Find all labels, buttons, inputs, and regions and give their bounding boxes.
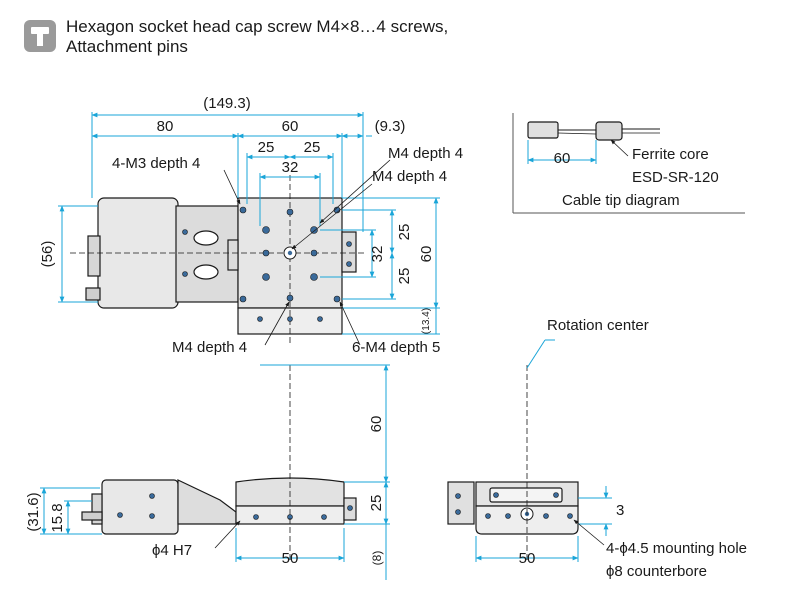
dim-v-hole-spacing-bottom: 25	[396, 268, 413, 285]
sensor-block	[341, 231, 357, 273]
side-shaft	[81, 511, 103, 521]
cable-tip-diagram: 60 Ferrite core ESD-SR-120 Cable tip dia…	[512, 113, 745, 214]
callout-m4-holes-b: M4 depth 4	[372, 168, 447, 185]
dim-v-hole-spacing-top: 25	[396, 224, 413, 241]
callout-m4-holes-a: M4 depth 4	[388, 145, 463, 162]
dim-side-25: 25	[368, 495, 385, 512]
cable-dim: 60	[554, 150, 571, 167]
top-view: (149.3) 80 60 (9.3) 25 25 32 4-M3 depth …	[39, 95, 463, 356]
callout-pin-hole: ϕ4 H7	[152, 542, 192, 559]
dim-shaft-height: 15.8	[49, 503, 66, 532]
stage-side-plate	[227, 239, 239, 271]
motor-connector	[85, 287, 101, 301]
motor-window-bottom	[193, 264, 219, 280]
dim-hole-spacing-right: 25	[304, 139, 321, 156]
dim-hole-pitch: 32	[282, 159, 299, 176]
cable-connector	[527, 121, 559, 139]
ferrite-part-number: ESD-SR-120	[632, 169, 719, 186]
callout-m3-holes: 4-M3 depth 4	[112, 155, 200, 172]
dim-stage-width: 60	[282, 118, 299, 135]
motor-knob	[87, 235, 101, 277]
dim-end-50: 50	[519, 550, 536, 567]
screw-holes	[182, 206, 352, 322]
dim-side-60: 60	[368, 416, 385, 433]
dim-stage-depth: 60	[418, 246, 435, 263]
dim-side-8: (8)	[370, 551, 384, 566]
side-view: (31.6) 15.8 60 25 (8) 50 ϕ4 H7	[25, 364, 390, 580]
dim-hole-spacing-left: 25	[258, 139, 275, 156]
dim-sensor-offset: (9.3)	[375, 118, 406, 135]
side-motor-body	[101, 479, 179, 535]
dim-v-hole-pitch: 32	[369, 246, 386, 263]
rotation-center-label: Rotation center	[547, 317, 649, 334]
cable-tip-caption: Cable tip diagram	[562, 192, 680, 209]
dim-overall-width: (149.3)	[203, 95, 251, 112]
callout-m4-bottom: M4 depth 4	[172, 339, 247, 356]
screw-icon	[24, 20, 56, 52]
callout-counterbore: ϕ8 counterbore	[606, 563, 707, 580]
callout-6m4-holes: 6-M4 depth 5	[352, 339, 440, 356]
header-subtitle: Attachment pins	[66, 37, 188, 56]
end-motor-block	[447, 481, 475, 525]
side-motor-knob	[91, 493, 103, 525]
ferrite-core-label: Ferrite core	[632, 146, 709, 163]
dim-motor-length: 80	[157, 118, 174, 135]
header-title: Hexagon socket head cap screw M4×8…4 scr…	[66, 17, 449, 36]
dim-end-3: 3	[616, 502, 624, 519]
callout-mounting-holes: 4-ϕ4.5 mounting hole	[606, 540, 747, 557]
dim-base-offset: (13.4)	[421, 308, 432, 334]
dim-motor-height: (56)	[39, 241, 56, 268]
dim-side-height: (31.6)	[25, 492, 42, 531]
ferrite-core	[595, 121, 623, 141]
side-flange	[177, 479, 237, 525]
dim-side-50: 50	[282, 550, 299, 567]
motor-window-top	[193, 230, 219, 246]
end-view: Rotation center 3 50 4-ϕ4.5 mounting hol…	[447, 317, 747, 580]
header: Hexagon socket head cap screw M4×8…4 scr…	[22, 8, 622, 60]
